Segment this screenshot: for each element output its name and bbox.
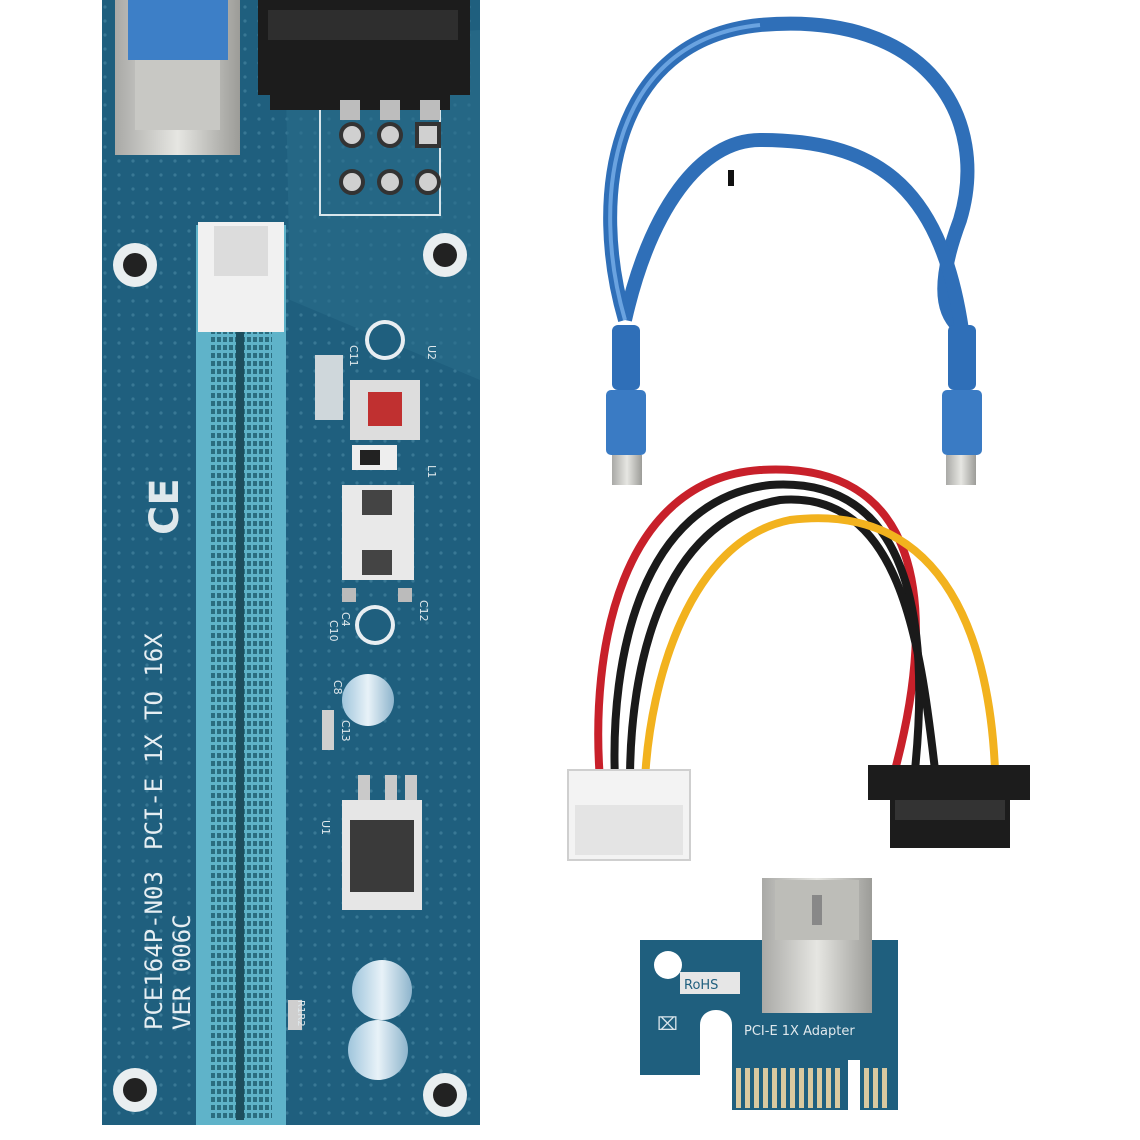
regulator-chip <box>350 820 414 892</box>
usb-plug-right-metal <box>946 455 976 485</box>
power-pin-holes <box>339 122 441 195</box>
pcie-x16-slot <box>196 222 286 1125</box>
label-c4: C4 <box>339 612 352 627</box>
gold-fingers <box>736 1068 887 1108</box>
label-c12: C12 <box>417 600 430 622</box>
pcie-x1-adapter-board: RoHS ⌧ PCI-E 1X Adapter <box>640 878 898 1110</box>
capacitor <box>342 674 394 726</box>
cable-tie <box>728 170 734 186</box>
riser-board: C11 U2 L1 C4 C10 C12 C8 C13 U1 R1R2 PCE1… <box>102 0 480 1125</box>
adapter-label: PCI-E 1X Adapter <box>744 1024 855 1039</box>
label-c10: C10 <box>327 620 340 642</box>
molex-to-sata-cable <box>594 465 999 781</box>
label-c11: C11 <box>347 345 360 367</box>
label-u1: U1 <box>319 820 332 835</box>
version-label: VER 006C <box>168 914 196 1030</box>
sata-power-connector <box>868 765 1030 848</box>
weee-icon: ⌧ <box>657 1014 678 1035</box>
label-c8: C8 <box>331 680 344 695</box>
ce-mark: CE <box>142 478 188 535</box>
power-connector-riser <box>258 0 470 120</box>
label-r1r2: R1R2 <box>295 1000 306 1027</box>
type-label: PCI-E 1X TO 16X <box>140 633 168 850</box>
usb-cable <box>603 16 982 485</box>
usb-plug-left-metal <box>612 455 642 485</box>
usb-plug-left-boot <box>612 325 640 390</box>
label-c13: C13 <box>339 720 352 742</box>
mounting-holes <box>113 233 467 1117</box>
components <box>288 320 422 1080</box>
usb-port-riser <box>115 0 240 155</box>
rohs-label: RoHS <box>684 978 718 993</box>
label-l1: L1 <box>425 465 438 478</box>
capacitor <box>348 1020 408 1080</box>
usb-port-adapter <box>762 878 872 1013</box>
model-label: PCE164P-N03 <box>140 871 168 1030</box>
molex-connector <box>567 769 691 861</box>
capacitor <box>352 960 412 1020</box>
usb-plug-right-boot <box>948 325 976 390</box>
label-u2: U2 <box>425 345 438 360</box>
